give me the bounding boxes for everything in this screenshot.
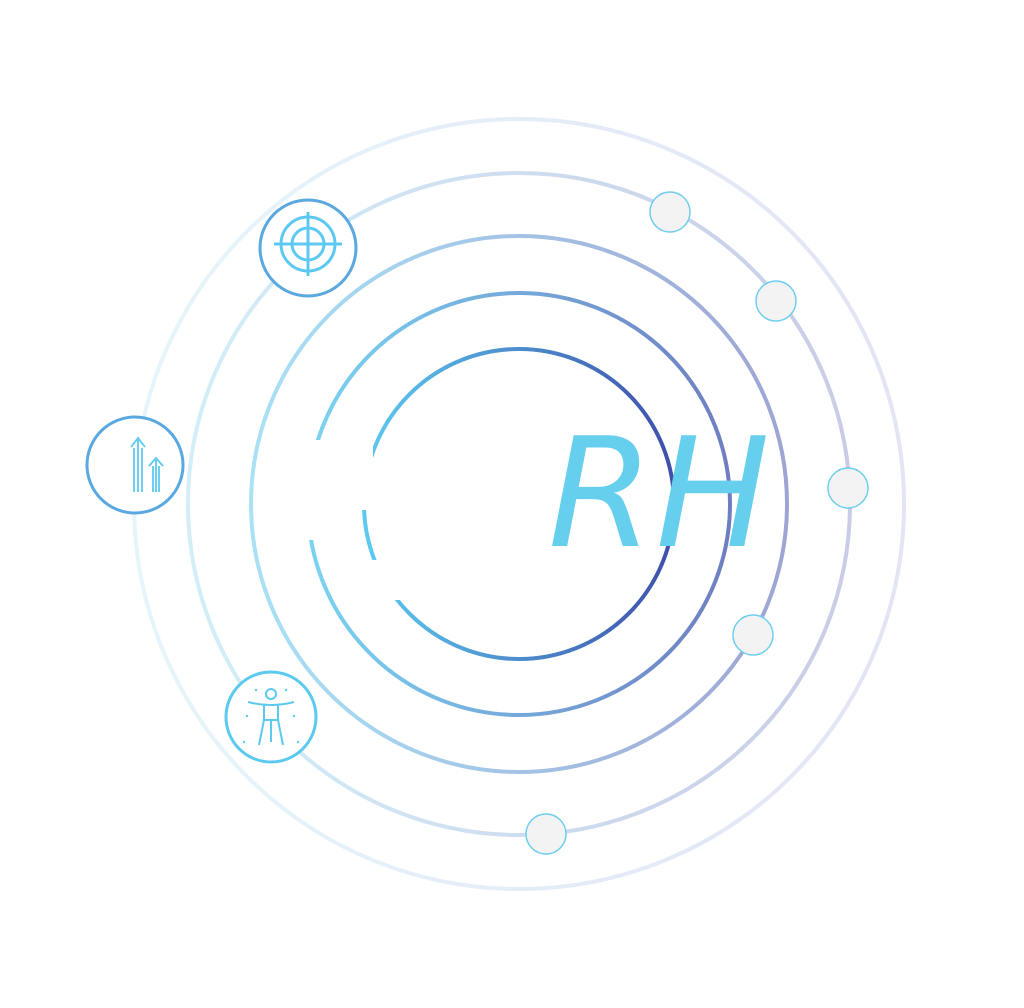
orbit-node — [827, 467, 869, 509]
logo-rh: RH — [548, 405, 772, 582]
orbit-node — [732, 614, 774, 656]
orbit-node — [755, 280, 797, 322]
orbit-node — [525, 813, 567, 855]
growth-arrows-icon — [85, 415, 185, 515]
orbit-ring-3 — [249, 234, 789, 774]
orbit-nodes — [525, 191, 869, 855]
human-figure-icon — [224, 670, 318, 764]
orbit-node — [649, 191, 691, 233]
target-icon — [258, 198, 358, 298]
